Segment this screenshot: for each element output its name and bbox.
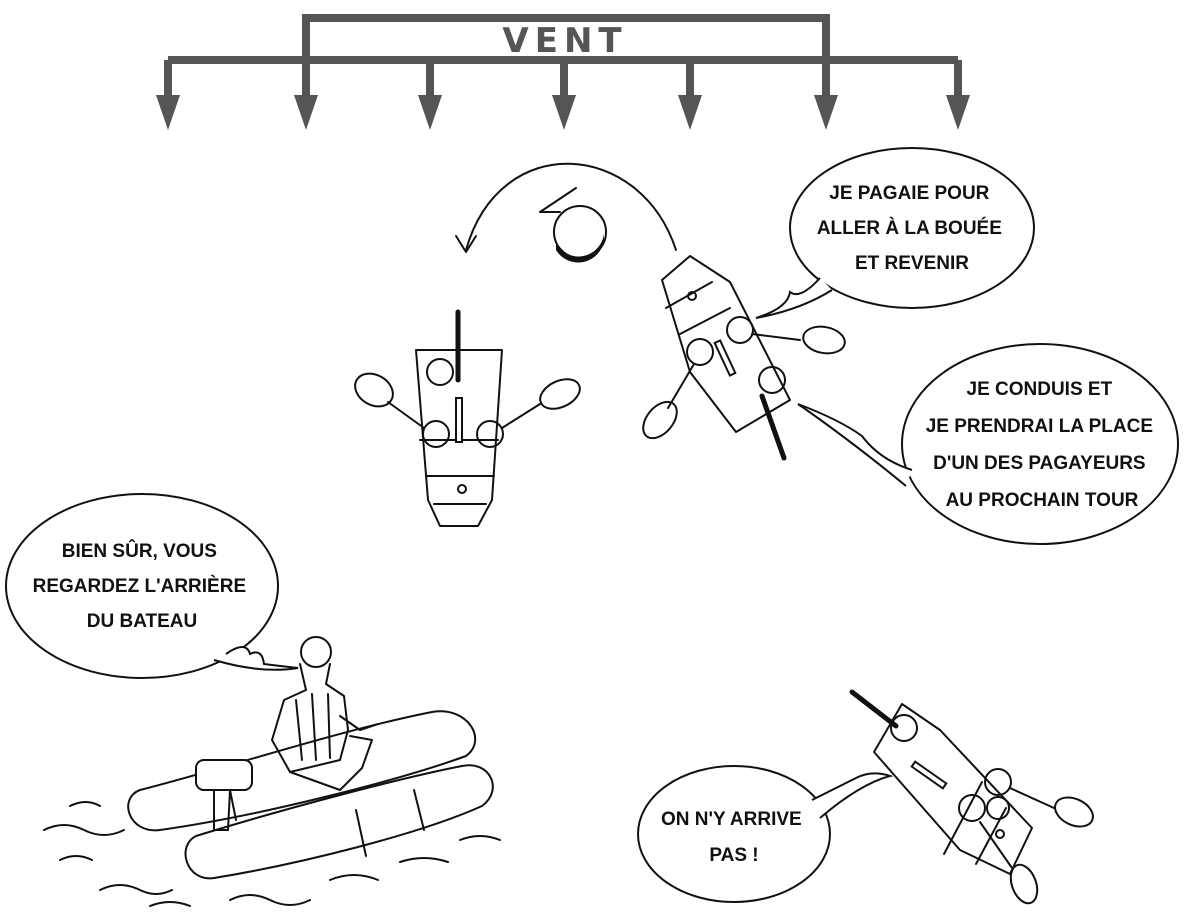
bubble-coach: BIEN SÛR, VOUS REGARDEZ L'ARRIÈRE DU BAT…	[5, 493, 299, 679]
wind-arrow	[552, 60, 576, 130]
svg-text:JE CONDUIS ET JE PRENDRA: JE CONDUIS ET JE PRENDRAI LA PLACE D'UN …	[926, 379, 1159, 511]
svg-text:JE PAGAIE POUR ALLER À L: JE PAGAIE POUR ALLER À LA BOUÉE ET REVEN…	[817, 183, 1007, 274]
bubble-steer-line-2: JE PRENDRAI LA PLACE	[926, 416, 1153, 437]
bubble-fail-line-1: ON N'Y ARRIVE	[661, 809, 802, 830]
wind-arrows	[156, 60, 970, 130]
buoy	[539, 187, 607, 263]
wind-arrow	[814, 60, 838, 130]
boat-center	[354, 309, 581, 527]
boat-bottom	[849, 689, 1094, 905]
coach-in-rib	[43, 636, 501, 907]
wind-arrow	[678, 60, 702, 130]
wind-arrow	[294, 60, 318, 130]
bubble-steer: JE CONDUIS ET JE PRENDRAI LA PLACE D'UN …	[797, 343, 1179, 545]
wind-bracket	[302, 14, 830, 60]
wind-arrow	[418, 60, 442, 130]
bubble-fail: ON N'Y ARRIVE PAS !	[637, 765, 894, 903]
bubble-coach-line-3: DU BATEAU	[87, 611, 197, 632]
svg-text:ON N'Y ARRIVE PAS !: ON N'Y ARRIVE PAS !	[661, 809, 807, 866]
wind-label: VENT	[502, 21, 627, 61]
rounding-path-arrow	[455, 162, 677, 253]
wind-arrow	[946, 60, 970, 130]
svg-text:BIEN SÛR, VOUS REGARDEZ: BIEN SÛR, VOUS REGARDEZ L'ARRIÈRE DU BAT…	[33, 540, 252, 632]
bubble-paddle-line-2: ALLER À LA BOUÉE	[817, 217, 1002, 239]
bubble-paddle: JE PAGAIE POUR ALLER À LA BOUÉE ET REVEN…	[755, 147, 1035, 319]
bubble-coach-line-1: BIEN SÛR, VOUS	[62, 540, 217, 562]
bubble-coach-line-2: REGARDEZ L'ARRIÈRE	[33, 575, 247, 597]
bubble-steer-line-3: D'UN DES PAGAYEURS	[933, 453, 1146, 474]
bubble-fail-line-2: PAS !	[709, 845, 758, 866]
boat-right	[642, 255, 846, 461]
bubble-paddle-line-1: JE PAGAIE POUR	[829, 183, 989, 204]
wind-arrow	[156, 60, 180, 130]
wind-diagram: VENT	[156, 14, 970, 130]
bubble-steer-line-4: AU PROCHAIN TOUR	[946, 490, 1139, 511]
bubble-paddle-line-3: ET REVENIR	[855, 253, 969, 274]
bubble-steer-line-1: JE CONDUIS ET	[967, 379, 1113, 400]
